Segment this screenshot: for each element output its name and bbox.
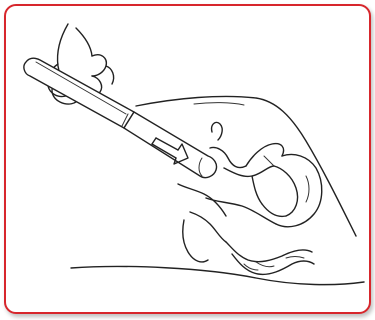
figure-frame	[4, 4, 371, 314]
rectum	[226, 242, 314, 274]
applicator	[24, 58, 217, 177]
anatomy-illustration	[6, 6, 369, 312]
vaginal-canal	[178, 184, 226, 262]
body-contour	[71, 96, 364, 284]
